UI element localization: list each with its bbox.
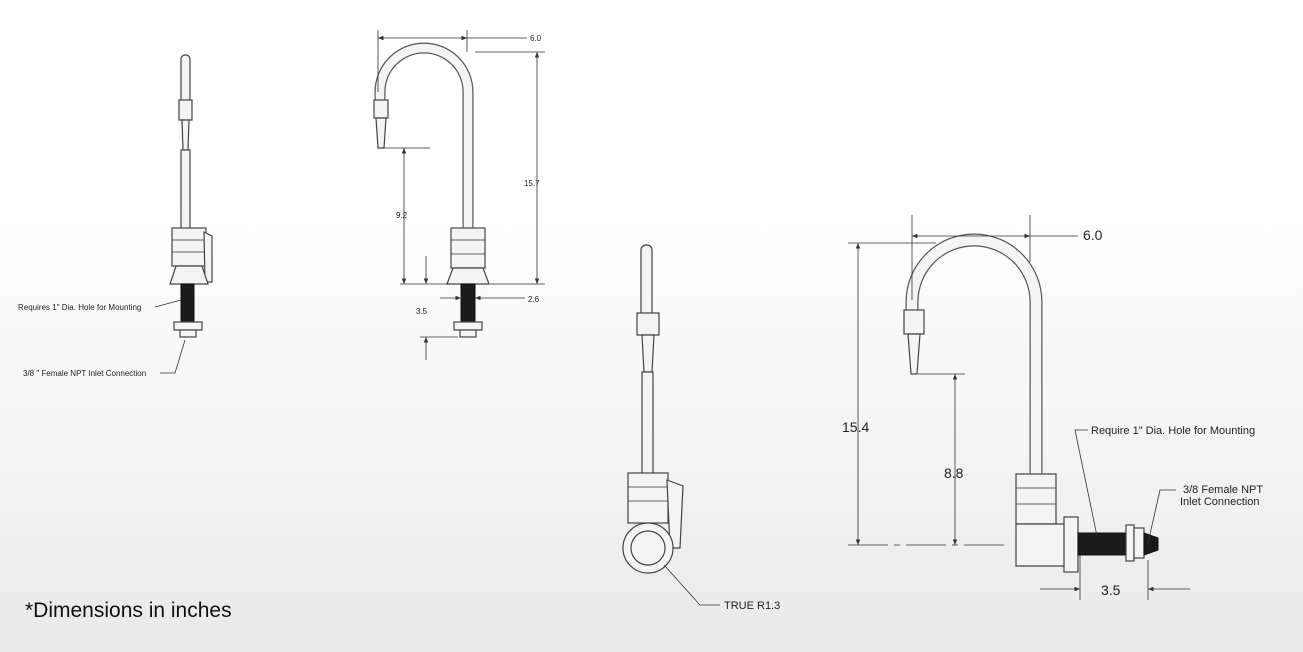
inlet-callout: 3/8 " Female NPT Inlet Connection [23, 339, 186, 378]
dimension-spout-clearance-top: 9.2 [384, 147, 450, 285]
radius-label: TRUE R1.3 [724, 600, 780, 612]
dim-height-label: 15.7 [524, 179, 540, 188]
dim-base-label: 2.6 [528, 295, 540, 304]
dim-width-label: 6.0 [530, 34, 542, 43]
dim-shank-label-bottom: 3.5 [1101, 582, 1121, 598]
dimension-spout-clearance-bottom: 8.8 [918, 373, 965, 545]
deck-faucet-front-view [373, 42, 490, 338]
inlet-label-line2: Inlet Connection [1180, 496, 1260, 508]
dim-height-label-bottom: 15.4 [842, 419, 869, 435]
radius-callout: TRUE R1.3 [663, 564, 780, 612]
dim-shank-label: 3.5 [416, 307, 428, 316]
dim-clearance-label-bottom: 8.8 [944, 465, 964, 481]
inlet-callout-bottom: 3/8 Female NPT Inlet Connection [1147, 484, 1263, 544]
inlet-label-line1: 3/8 Female NPT [1183, 484, 1263, 496]
dimension-shank-bottom: 3.5 [1040, 555, 1190, 600]
deck-faucet-side-view [169, 54, 213, 338]
dimension-width-bottom: 6.0 [911, 215, 1103, 300]
inlet-label: 3/8 " Female NPT Inlet Connection [23, 369, 146, 378]
dimension-width-top: 6.0 [377, 30, 542, 92]
dimension-base-dia: 2.6 [440, 295, 540, 304]
dimension-height-bottom: 15.4 [842, 242, 1010, 546]
dimension-height-top: 15.7 [475, 51, 545, 285]
dim-width-label-bottom: 6.0 [1083, 227, 1103, 243]
mount-hole-label: Requires 1" Dia. Hole for Mounting [18, 303, 141, 312]
mount-hole-callout: Requires 1" Dia. Hole for Mounting [18, 299, 182, 312]
dimension-shank-top: 3.5 [416, 256, 458, 360]
dim-clearance-label: 9.2 [396, 211, 408, 220]
mount-hole-label-bottom: Require 1" Dia. Hole for Mounting [1091, 425, 1255, 437]
wall-faucet-side-view [622, 244, 684, 574]
dimensions-note: *Dimensions in inches [25, 599, 232, 622]
mount-hole-callout-bottom: Require 1" Dia. Hole for Mounting [1074, 425, 1255, 537]
wall-faucet-front-view [903, 233, 1159, 573]
